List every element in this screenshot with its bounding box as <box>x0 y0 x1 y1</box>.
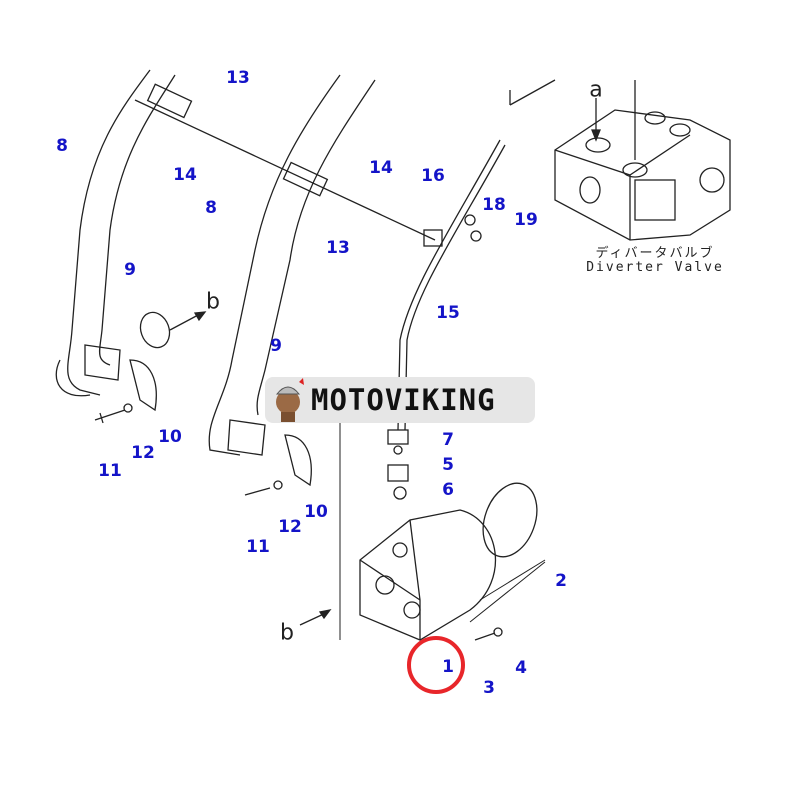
pump <box>359 509 497 641</box>
watermark-text: MOTOVIKING <box>311 383 496 417</box>
part-label-4: 4 <box>515 658 527 678</box>
part-label-2: 2 <box>555 571 567 591</box>
part-label-13: 13 <box>226 68 250 88</box>
part-label-12: 12 <box>131 443 155 463</box>
part-label-18: 18 <box>482 195 506 215</box>
part-label-12: 12 <box>278 517 302 537</box>
part-label-16: 16 <box>421 166 445 186</box>
part-label-11: 11 <box>98 461 122 481</box>
part-label-10: 10 <box>158 427 182 447</box>
part-label-13: 13 <box>326 238 350 258</box>
part-label-6: 6 <box>442 480 454 500</box>
part-label-9: 9 <box>124 260 136 280</box>
view-letter-b: b <box>206 289 220 315</box>
part-label-3: 3 <box>483 678 495 698</box>
view-letter-a: a <box>589 77 603 103</box>
part-label-10: 10 <box>304 502 328 522</box>
hose-left <box>67 69 176 396</box>
part-label-9: 9 <box>270 336 282 356</box>
part-label-15: 15 <box>436 303 460 323</box>
part-label-11: 11 <box>246 537 270 557</box>
part-label-8: 8 <box>56 136 68 156</box>
highlight-circle <box>407 636 465 694</box>
watermark: MOTOVIKING <box>265 377 535 423</box>
part-label-8: 8 <box>205 198 217 218</box>
part-label-14: 14 <box>369 158 393 178</box>
part-label-7: 7 <box>442 430 454 450</box>
diverter-valve-caption-jp: ディバータバルブ <box>595 246 715 261</box>
view-letter-b: b <box>280 620 294 646</box>
hose-middle <box>208 74 376 456</box>
diverter-valve-caption-en: Diverter Valve <box>586 260 724 275</box>
tube <box>397 139 506 431</box>
part-label-14: 14 <box>173 165 197 185</box>
part-label-19: 19 <box>514 210 538 230</box>
diverter-valve-drawing <box>509 79 731 241</box>
viking-mascot-icon <box>275 378 304 422</box>
part-label-5: 5 <box>442 455 454 475</box>
